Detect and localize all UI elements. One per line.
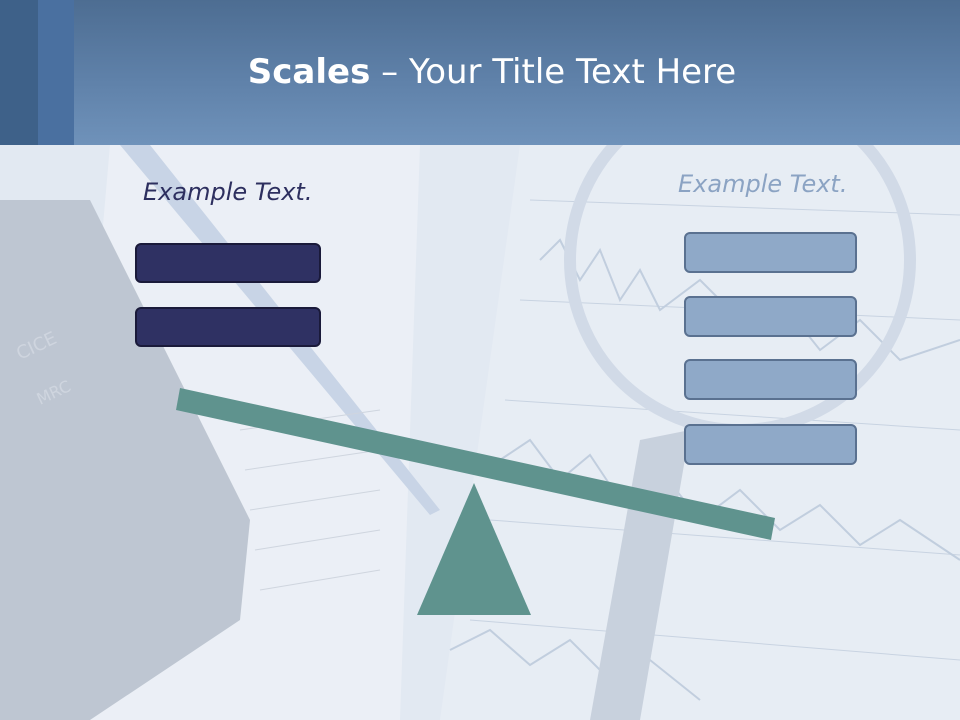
- title-bold: Scales: [247, 52, 371, 92]
- header-accent-stripe: [0, 0, 38, 145]
- left-box: [135, 307, 321, 347]
- title-rest: – Your Title Text Here: [370, 52, 737, 92]
- left-box: [135, 243, 321, 283]
- scale-fulcrum: [417, 483, 531, 615]
- right-box: [684, 296, 857, 337]
- header-accent-stripe: [38, 0, 74, 145]
- left-example-label: Example Text.: [143, 178, 313, 206]
- right-box: [684, 232, 857, 273]
- scale-beam: [176, 388, 775, 540]
- slide-title: Scales – Your Title Text Here: [0, 52, 960, 92]
- right-box: [684, 424, 857, 465]
- right-example-label: Example Text.: [678, 170, 848, 198]
- right-box: [684, 359, 857, 400]
- title-bar: [0, 0, 960, 145]
